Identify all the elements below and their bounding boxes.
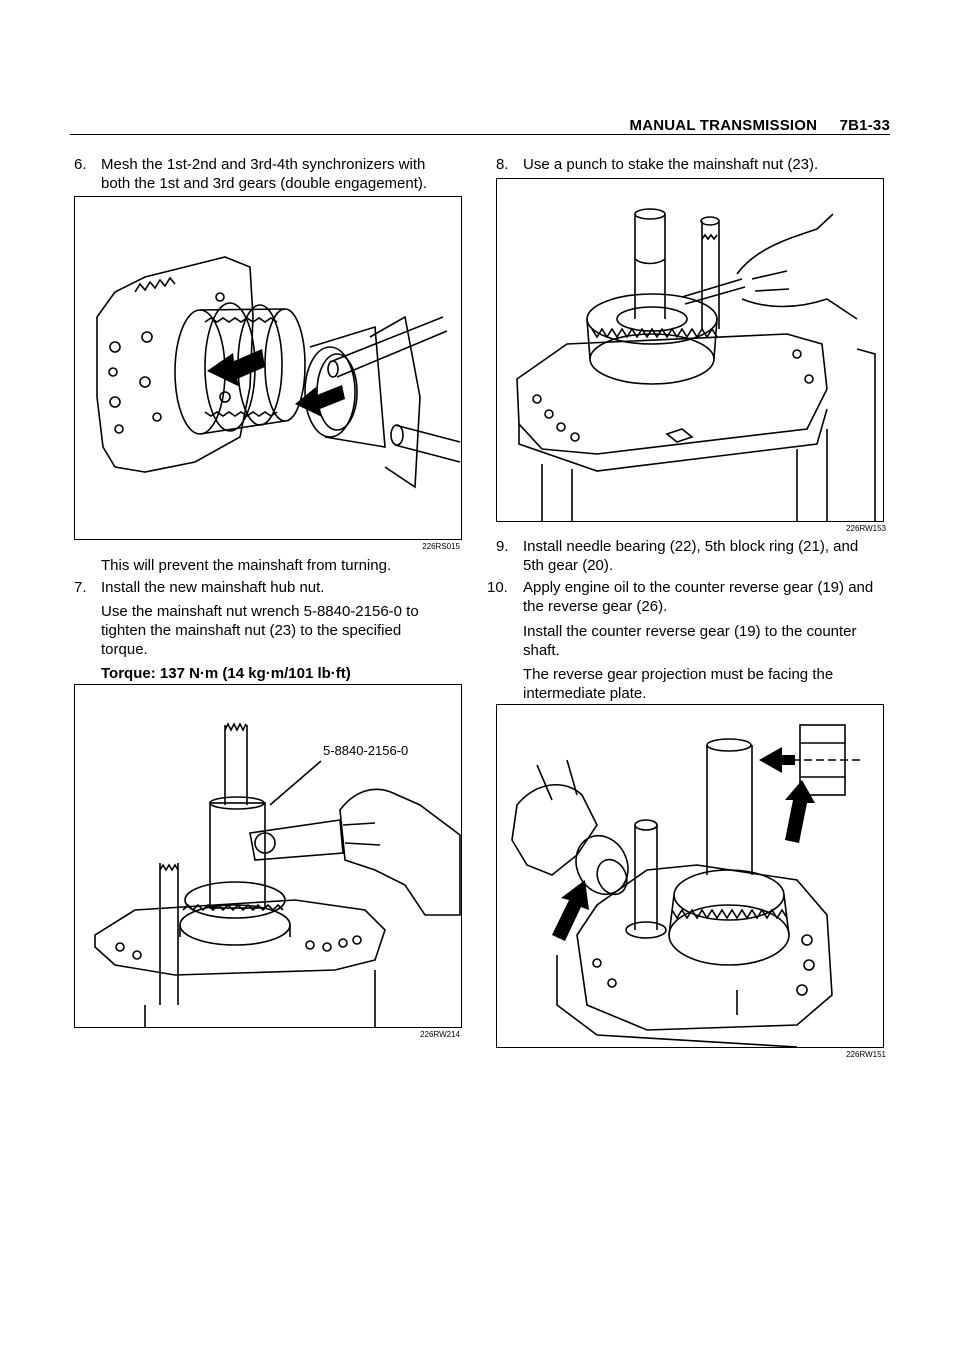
instruction-line: The reverse gear projection must be faci… xyxy=(523,666,834,683)
step-10-install: Install the counter reverse gear (19) to… xyxy=(523,622,893,660)
counter-reverse-gear-illustration xyxy=(511,724,862,1048)
page-header: MANUAL TRANSMISSION 7B1-33 xyxy=(0,0,960,140)
step-line: Install the new mainshaft hub nut. xyxy=(101,579,325,596)
header-rule xyxy=(70,134,890,135)
torque-spec: Torque: 137 N·m (14 kg·m/101 lb·ft) xyxy=(101,665,351,682)
mainshaft-nut-wrench-illustration: 5-8840-2156-0 xyxy=(94,722,461,1027)
step-number: 6. xyxy=(74,156,87,173)
instruction-line: Install the counter reverse gear (19) to… xyxy=(523,623,857,640)
step-text: Install the new mainshaft hub nut. xyxy=(101,578,324,597)
step-number: 7. xyxy=(74,579,87,596)
page-number: 7B1-33 xyxy=(839,117,890,134)
step-line: Apply engine oil to the counter reverse … xyxy=(523,579,874,596)
note-prevent-turning: This will prevent the mainshaft from tur… xyxy=(101,557,392,574)
header-text: MANUAL TRANSMISSION 7B1-33 xyxy=(630,117,890,134)
step-10-projection: The reverse gear projection must be faci… xyxy=(523,665,893,703)
step-line: both the 1st and 3rd gears (double engag… xyxy=(101,175,428,192)
figure-synchronizer xyxy=(74,196,462,540)
figure-code: 226RW151 xyxy=(846,1050,886,1059)
instruction-line: intermediate plate. xyxy=(523,685,647,702)
step-line: Mesh the 1st-2nd and 3rd-4th synchronize… xyxy=(101,156,426,173)
section-title: MANUAL TRANSMISSION xyxy=(629,117,818,134)
instruction-line: torque. xyxy=(101,641,148,658)
step-7-instructions: Use the mainshaft nut wrench 5-8840-2156… xyxy=(101,602,471,659)
step-number: 10. xyxy=(487,579,508,596)
step-number: 8. xyxy=(496,156,509,173)
instruction-line: shaft. xyxy=(523,642,560,659)
synchronizer-engagement-illustration xyxy=(96,256,461,489)
step-text: Install needle bearing (22), 5th block r… xyxy=(523,537,858,575)
step-number: 9. xyxy=(496,538,509,555)
step-text: Apply engine oil to the counter reverse … xyxy=(523,578,873,616)
figure-punch-stake xyxy=(496,178,884,522)
step-line: 5th gear (20). xyxy=(523,557,614,574)
figure-code: 226RW214 xyxy=(420,1030,460,1039)
step-text: Use a punch to stake the mainshaft nut (… xyxy=(523,155,818,174)
instruction-line: tighten the mainshaft nut (23) to the sp… xyxy=(101,622,402,639)
figure-code: 226RW153 xyxy=(846,524,886,533)
step-line: Use a punch to stake the mainshaft nut (… xyxy=(523,156,819,173)
step-line: Install needle bearing (22), 5th block r… xyxy=(523,538,859,555)
figure-code: 226RS015 xyxy=(422,542,460,551)
figure-counter-reverse-gear xyxy=(496,704,884,1048)
step-text: Mesh the 1st-2nd and 3rd-4th synchronize… xyxy=(101,155,427,193)
tool-number-label: 5-8840-2156-0 xyxy=(323,743,408,758)
figure-mainshaft-wrench: 5-8840-2156-0 xyxy=(74,684,462,1028)
instruction-line: Use the mainshaft nut wrench 5-8840-2156… xyxy=(101,603,419,620)
punch-staking-illustration xyxy=(516,208,876,521)
step-line: the reverse gear (26). xyxy=(523,598,668,615)
